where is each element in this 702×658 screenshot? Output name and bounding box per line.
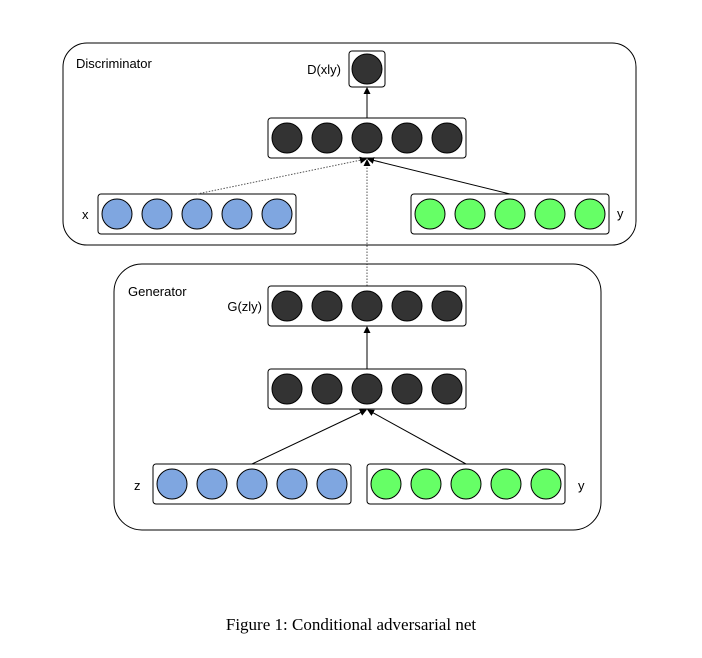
node (410, 468, 442, 500)
cgan-diagram: Discriminator D(xly) x y Generator (62, 42, 637, 531)
generator-output-nodes (271, 290, 463, 322)
discriminator-box (62, 42, 637, 246)
node (574, 198, 606, 230)
node (271, 122, 303, 154)
generator-input-y-label: y (578, 478, 585, 493)
generator-input-z-nodes (156, 468, 348, 500)
figure-caption-prefix: Figure 1: (225, 615, 288, 634)
node (414, 198, 446, 230)
node (530, 468, 562, 500)
node (271, 290, 303, 322)
figure-caption-text: Conditional adversarial net (291, 615, 477, 634)
discriminator-input-x-nodes (101, 198, 293, 230)
node (490, 468, 522, 500)
node (431, 290, 463, 322)
node (196, 468, 228, 500)
arrow-y-to-d-hidden (367, 157, 511, 195)
figure-caption: Figure 1: Conditional adversarial net (0, 615, 702, 635)
node (156, 468, 188, 500)
node (431, 122, 463, 154)
node (370, 468, 402, 500)
arrow-z-to-g-hidden (251, 409, 367, 465)
discriminator-title: Discriminator (76, 56, 153, 71)
arrow-y-to-g-hidden (367, 409, 467, 465)
node (494, 198, 526, 230)
node (351, 290, 383, 322)
generator-output-label: G(zly) (227, 299, 262, 314)
node (351, 373, 383, 405)
node (431, 373, 463, 405)
discriminator-input-y-nodes (414, 198, 606, 230)
node (450, 468, 482, 500)
generator-input-y-nodes (370, 468, 562, 500)
node (181, 198, 213, 230)
node (276, 468, 308, 500)
node (534, 198, 566, 230)
node (316, 468, 348, 500)
discriminator-input-x-label: x (82, 207, 89, 222)
node (311, 122, 343, 154)
node (454, 198, 486, 230)
generator-input-z-label: z (134, 478, 141, 493)
discriminator-output-node (351, 53, 383, 85)
generator-title: Generator (128, 284, 187, 299)
node (311, 290, 343, 322)
node (391, 373, 423, 405)
node (391, 122, 423, 154)
discriminator-input-y-label: y (617, 206, 624, 221)
node (261, 198, 293, 230)
node (271, 373, 303, 405)
node (236, 468, 268, 500)
node (391, 290, 423, 322)
discriminator-hidden-nodes (271, 122, 463, 154)
node (311, 373, 343, 405)
node (141, 198, 173, 230)
generator-hidden-nodes (271, 373, 463, 405)
node (351, 122, 383, 154)
discriminator-output-label: D(xly) (307, 62, 341, 77)
arrow-x-to-d-hidden (196, 156, 367, 195)
node (101, 198, 133, 230)
generator-box (113, 263, 602, 531)
node (221, 198, 253, 230)
